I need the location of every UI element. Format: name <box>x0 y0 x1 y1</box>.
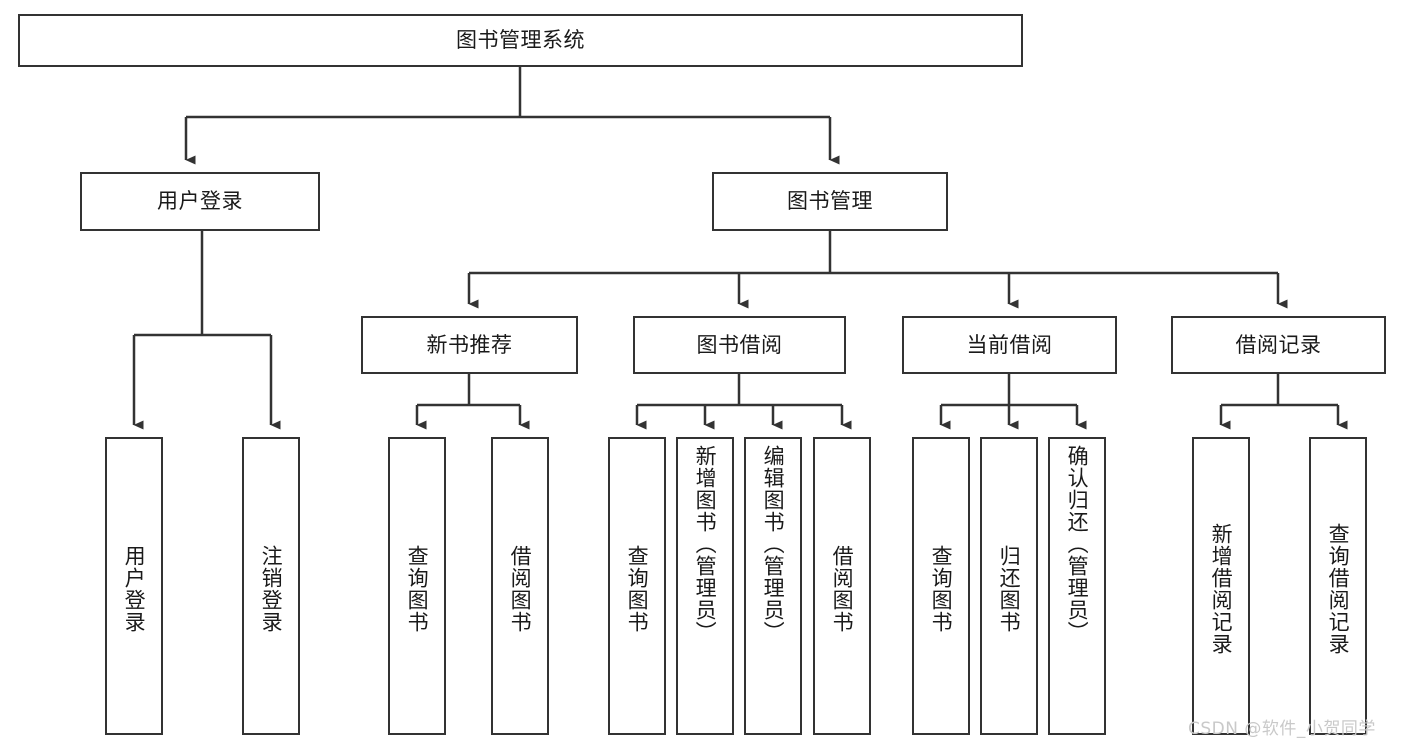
leaf-label: 用户登录 <box>122 545 147 633</box>
node-borrow-record[interactable]: 借阅记录 <box>1171 316 1386 374</box>
leaf-label: 新增借阅记录 <box>1209 523 1234 655</box>
leaf-current-borrow-query-book[interactable]: 查询图书 <box>912 437 970 735</box>
node-label: 图书管理 <box>787 189 873 213</box>
leaf-book-borrow-borrow-book[interactable]: 借阅图书 <box>813 437 871 735</box>
leaf-borrow-record-add-record[interactable]: 新增借阅记录 <box>1192 437 1250 735</box>
leaf-label: 查询图书 <box>405 545 430 633</box>
node-book-borrow[interactable]: 图书借阅 <box>633 316 846 374</box>
node-label: 用户登录 <box>157 189 243 213</box>
leaf-label: 确认归还（管理员） <box>1065 445 1090 643</box>
node-new-book-recommend[interactable]: 新书推荐 <box>361 316 578 374</box>
leaf-label: 编辑图书（管理员） <box>761 445 786 643</box>
leaf-label: 查询图书 <box>625 545 650 633</box>
leaf-label: 查询借阅记录 <box>1326 523 1351 655</box>
node-label: 新书推荐 <box>426 332 513 357</box>
leaf-book-borrow-edit-book-admin[interactable]: 编辑图书（管理员） <box>744 437 802 735</box>
leaf-new-book-borrow-book[interactable]: 借阅图书 <box>491 437 549 735</box>
node-user-login[interactable]: 用户登录 <box>80 172 320 231</box>
leaf-current-borrow-confirm-return-admin[interactable]: 确认归还（管理员） <box>1048 437 1106 735</box>
node-label: 图书管理系统 <box>456 28 585 52</box>
node-label: 图书借阅 <box>696 332 783 357</box>
leaf-label: 归还图书 <box>997 545 1022 633</box>
leaf-label: 注销登录 <box>259 545 284 633</box>
leaf-book-borrow-add-book-admin[interactable]: 新增图书（管理员） <box>676 437 734 735</box>
leaf-label: 新增图书（管理员） <box>693 445 718 643</box>
csdn-watermark: CSDN @软件_小贺同学 <box>1188 719 1376 739</box>
leaf-new-book-query-book[interactable]: 查询图书 <box>388 437 446 735</box>
leaf-user-login-login[interactable]: 用户登录 <box>105 437 163 735</box>
leaf-label: 查询图书 <box>929 545 954 633</box>
node-root-book-management-system[interactable]: 图书管理系统 <box>18 14 1023 67</box>
leaf-label: 借阅图书 <box>508 545 533 633</box>
leaf-user-login-logout[interactable]: 注销登录 <box>242 437 300 735</box>
leaf-label: 借阅图书 <box>830 545 855 633</box>
node-current-borrow[interactable]: 当前借阅 <box>902 316 1117 374</box>
node-label: 当前借阅 <box>966 332 1053 357</box>
leaf-current-borrow-return-book[interactable]: 归还图书 <box>980 437 1038 735</box>
leaf-book-borrow-query-book[interactable]: 查询图书 <box>608 437 666 735</box>
leaf-borrow-record-query-record[interactable]: 查询借阅记录 <box>1309 437 1367 735</box>
node-book-management[interactable]: 图书管理 <box>712 172 948 231</box>
node-label: 借阅记录 <box>1235 332 1322 357</box>
